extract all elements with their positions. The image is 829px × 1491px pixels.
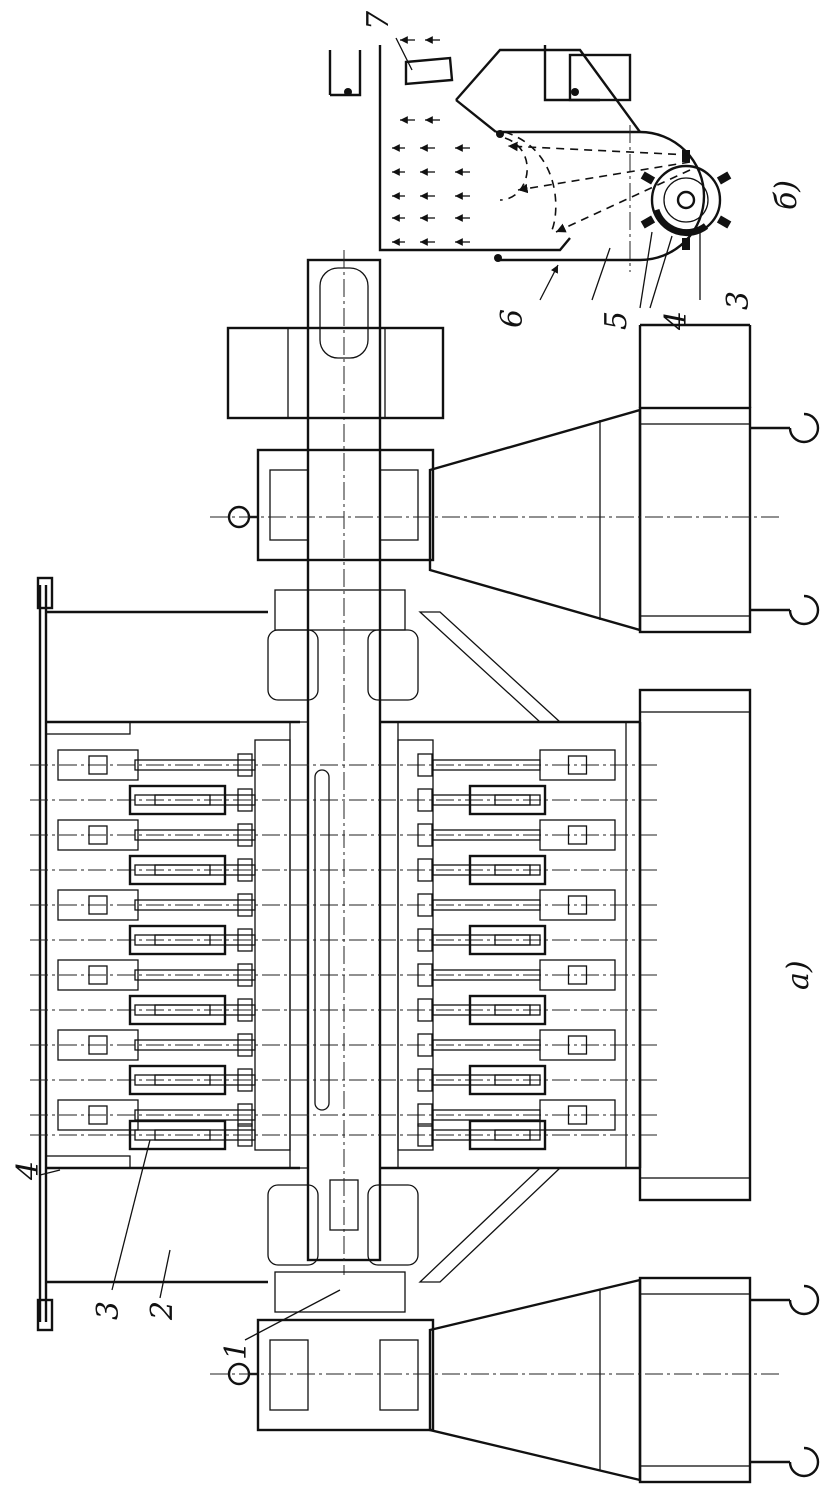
support-stand-top bbox=[210, 406, 780, 634]
leader-lines bbox=[39, 1139, 341, 1341]
housing bbox=[36, 576, 642, 1332]
label-b-part-5: 5 bbox=[599, 311, 634, 330]
hammer-row bbox=[30, 889, 660, 921]
hook-icon bbox=[750, 1284, 820, 1316]
hammer-row bbox=[30, 959, 660, 991]
label-part-2: 2 bbox=[145, 1301, 180, 1321]
view-b-cross-section: 7 6 5 4 3 б) bbox=[328, 10, 804, 331]
hammer-rows bbox=[30, 749, 660, 1151]
hammer-row bbox=[30, 819, 660, 851]
label-b-part-7: 7 bbox=[361, 10, 396, 30]
label-b-part-4: 4 bbox=[659, 311, 694, 331]
bottom-bearing-assembly bbox=[227, 1184, 435, 1432]
label-view-b: б) bbox=[769, 180, 804, 210]
label-part-1: 1 bbox=[219, 1341, 254, 1360]
hammer-row bbox=[30, 924, 660, 956]
hook-icon bbox=[750, 412, 820, 444]
hammer-row bbox=[30, 994, 660, 1026]
hammer-row bbox=[30, 749, 660, 781]
label-b-part-6: 6 bbox=[495, 309, 530, 328]
base-frame bbox=[638, 323, 752, 1202]
hammer-row bbox=[30, 1099, 660, 1131]
label-part-4: 4 bbox=[11, 1161, 46, 1181]
top-bearing-assembly bbox=[226, 326, 445, 701]
rotor-cross-section bbox=[640, 150, 732, 250]
view-a-section: 4 3 2 1 а) bbox=[11, 250, 820, 1484]
shaft bbox=[306, 250, 382, 1275]
label-view-a: а) bbox=[781, 960, 816, 990]
label-part-3: 3 bbox=[91, 1301, 126, 1320]
label-b-part-3: 3 bbox=[721, 291, 756, 310]
support-stand-bottom bbox=[210, 1276, 780, 1484]
hammer-row bbox=[30, 1119, 660, 1151]
hook-icon bbox=[750, 594, 820, 626]
hammer-row bbox=[30, 1064, 660, 1096]
hammer-row bbox=[30, 854, 660, 886]
lifting-hooks bbox=[750, 412, 820, 1478]
hammer-row bbox=[30, 1029, 660, 1061]
flow-arrows bbox=[392, 36, 691, 301]
hammer-row bbox=[30, 784, 660, 816]
hook-icon bbox=[750, 1446, 820, 1478]
